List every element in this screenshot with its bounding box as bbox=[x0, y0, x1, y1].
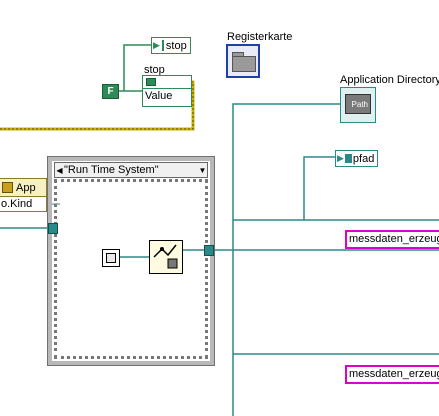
path-wire-pfad[interactable] bbox=[233, 156, 439, 221]
boolean-wire-top[interactable] bbox=[123, 44, 152, 91]
dropdown-arrow-icon[interactable]: ▼ bbox=[198, 165, 207, 175]
boolean-indicator-icon bbox=[146, 78, 156, 86]
tab-control-terminal[interactable] bbox=[226, 44, 260, 78]
path-icon: Path bbox=[345, 94, 371, 114]
tab-page-icon bbox=[232, 56, 256, 72]
app-class-icon bbox=[2, 182, 13, 193]
path-wire-appdir[interactable] bbox=[232, 103, 342, 250]
case-frame bbox=[54, 179, 208, 359]
boolean-icon bbox=[161, 40, 164, 51]
arrow-icon: ▶ bbox=[337, 153, 344, 163]
input-tunnel[interactable] bbox=[48, 223, 58, 234]
string-constant-1[interactable]: messdaten_erzeug bbox=[345, 230, 439, 249]
path-type-icon bbox=[344, 154, 352, 163]
tab-icon bbox=[232, 52, 244, 58]
arrow-icon: ▶ bbox=[153, 40, 160, 50]
case-selector[interactable]: ◀ "Run Time System" ▼ bbox=[54, 162, 208, 178]
stop-terminal-value: Value bbox=[145, 90, 173, 102]
prop-row-label: o.Kind bbox=[1, 198, 33, 210]
subvi-graphic bbox=[153, 244, 178, 269]
decrement-arrow-icon[interactable]: ◀ bbox=[56, 165, 63, 175]
stop-local-label: stop bbox=[165, 39, 187, 52]
prop-class-label: App bbox=[16, 181, 36, 194]
property-node[interactable]: App o.Kind bbox=[0, 178, 47, 212]
false-constant[interactable]: F bbox=[102, 84, 119, 99]
tab-control-label: Registerkarte bbox=[227, 31, 293, 43]
subvi-icon[interactable] bbox=[149, 240, 183, 274]
constant-vi-icon[interactable] bbox=[102, 249, 120, 267]
output-tunnel[interactable] bbox=[204, 245, 214, 256]
application-directory-node[interactable]: Path bbox=[340, 87, 376, 123]
stop-terminal-label: stop bbox=[144, 64, 165, 76]
stop-local-variable[interactable]: ▶ stop bbox=[151, 37, 191, 54]
string-constant-2[interactable]: messdaten_erzeug bbox=[345, 365, 439, 384]
case-selector-label: "Run Time System" bbox=[64, 164, 159, 176]
case-structure[interactable]: ◀ "Run Time System" ▼ bbox=[47, 156, 215, 366]
pfad-label: pfad bbox=[352, 152, 375, 165]
pfad-local-variable[interactable]: ▶ pfad bbox=[335, 150, 379, 167]
stop-terminal[interactable]: Value bbox=[142, 75, 192, 107]
appdir-label: Application Directory bbox=[340, 74, 439, 86]
